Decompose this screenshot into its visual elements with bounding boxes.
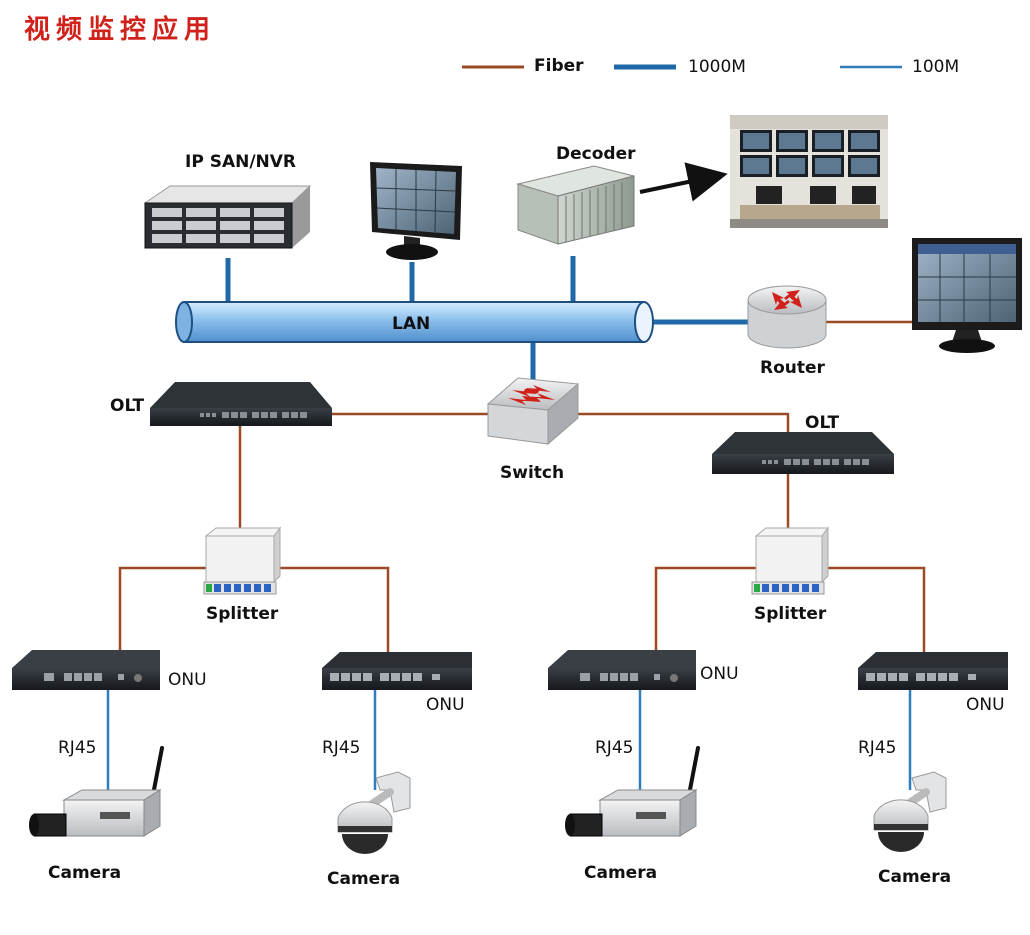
- camera-3-label: Camera: [584, 863, 657, 883]
- splitter-left-label: Splitter: [206, 604, 279, 624]
- olt-left-label: OLT: [110, 396, 144, 416]
- dome-camera-icon: [337, 771, 411, 854]
- lan-label: LAN: [392, 314, 430, 334]
- link-splitter-onu-3: [654, 566, 756, 650]
- splitter-icon: [203, 526, 281, 595]
- olt-right[interactable]: OLT: [712, 413, 894, 474]
- router-icon: [747, 285, 827, 349]
- onu-1-label: ONU: [168, 670, 207, 690]
- onu-2[interactable]: ONU: [322, 652, 472, 715]
- onu-device-icon: [322, 652, 472, 690]
- legend-fiber-label: Fiber: [534, 56, 584, 76]
- splitter-left[interactable]: Splitter: [203, 526, 281, 624]
- splitter-right-label: Splitter: [754, 604, 827, 624]
- onu-device-icon: [858, 652, 1008, 690]
- rj45-4-label: RJ45: [858, 738, 896, 758]
- arrow-decoder-to-videowall: [639, 162, 728, 202]
- onu-3[interactable]: ONU: [548, 650, 739, 690]
- diagram-title: 视频监控应用: [24, 14, 216, 45]
- switch[interactable]: Switch: [486, 377, 580, 483]
- legend-100m-label: 100M: [912, 57, 959, 77]
- nvr-label: IP SAN/NVR: [185, 152, 296, 172]
- box-camera-icon: [29, 746, 164, 837]
- link-splitter-onu-4: [822, 566, 926, 652]
- onu-device-icon: [12, 650, 160, 690]
- camera-2-label: Camera: [327, 869, 400, 889]
- link-splitter-onu-1: [118, 566, 206, 650]
- camera-1-label: Camera: [48, 863, 121, 883]
- legend: Fiber 1000M 100M: [462, 56, 959, 77]
- decoder[interactable]: Decoder: [516, 144, 636, 245]
- nvr-server[interactable]: IP SAN/NVR: [143, 152, 312, 249]
- onu-3-label: ONU: [700, 664, 739, 684]
- splitter-icon: [751, 526, 829, 595]
- monitor-top[interactable]: [370, 162, 462, 260]
- dome-camera-icon: [873, 771, 947, 852]
- link-splitter-onu-2: [276, 566, 390, 652]
- switch-label: Switch: [500, 463, 564, 483]
- camera-4[interactable]: Camera: [873, 771, 951, 887]
- splitter-right[interactable]: Splitter: [751, 526, 829, 624]
- legend-1000m-label: 1000M: [688, 57, 746, 77]
- rj45-2-label: RJ45: [322, 738, 360, 758]
- olt-device-icon: [150, 382, 332, 426]
- rj45-1-label: RJ45: [58, 738, 96, 758]
- camera-2[interactable]: Camera: [327, 771, 411, 889]
- router[interactable]: Router: [747, 285, 827, 378]
- monitor-icon: [912, 238, 1022, 353]
- lan-bus: LAN: [175, 301, 654, 343]
- camera-4-label: Camera: [878, 867, 951, 887]
- onu-2-label: ONU: [426, 695, 465, 715]
- switch-icon: [486, 377, 580, 446]
- olt-device-icon: [712, 432, 894, 474]
- olt-right-label: OLT: [805, 413, 839, 433]
- olt-left[interactable]: OLT: [110, 382, 332, 426]
- camera-3[interactable]: Camera: [565, 746, 700, 883]
- link-switch-olt-right: [576, 412, 790, 436]
- video-wall-room-icon: [730, 115, 888, 228]
- server-rack-icon: [143, 185, 312, 249]
- onu-4-label: ONU: [966, 695, 1005, 715]
- box-camera-icon: [565, 746, 700, 837]
- rj45-3-label: RJ45: [595, 738, 633, 758]
- decoder-box-icon: [516, 165, 635, 245]
- onu-1[interactable]: ONU: [12, 650, 207, 690]
- monitor-icon: [370, 162, 462, 260]
- monitor-right[interactable]: [912, 238, 1022, 353]
- onu-device-icon: [548, 650, 696, 690]
- camera-1[interactable]: Camera: [29, 746, 164, 883]
- onu-4[interactable]: ONU: [858, 652, 1008, 715]
- links: [106, 256, 926, 790]
- router-label: Router: [760, 358, 826, 378]
- decoder-label: Decoder: [556, 144, 636, 164]
